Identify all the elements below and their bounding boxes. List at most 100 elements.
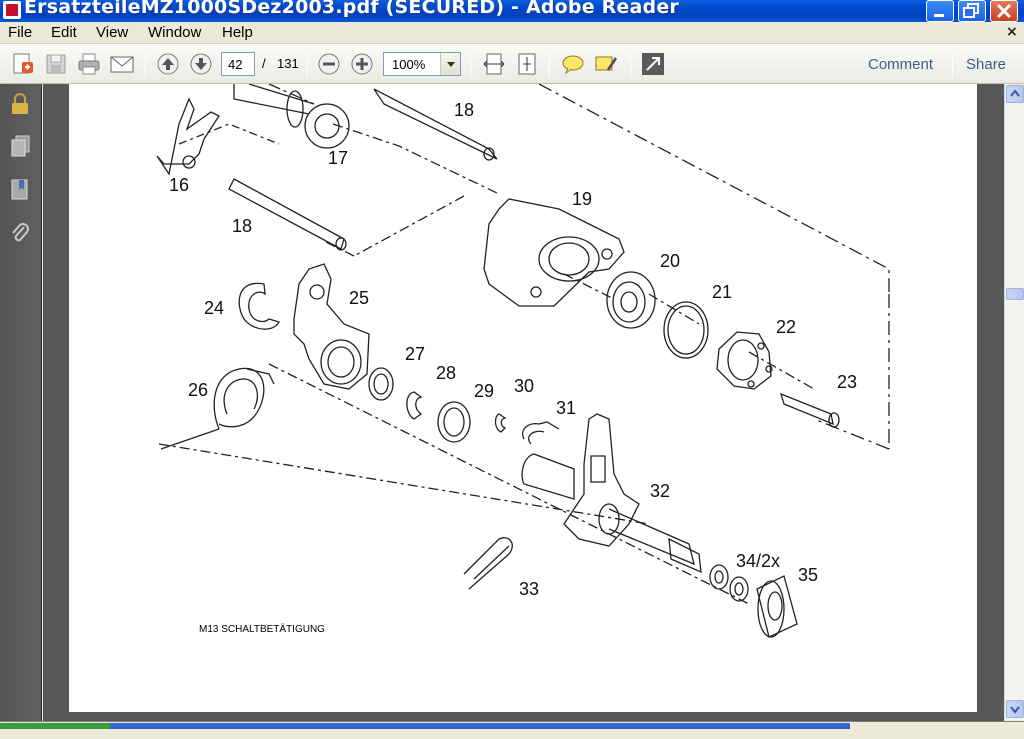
part-label-29: 29 — [474, 381, 494, 401]
status-strip — [0, 721, 1024, 739]
vertical-scrollbar[interactable] — [1004, 84, 1024, 721]
chevron-up-icon — [1010, 89, 1020, 97]
minimize-icon — [934, 14, 944, 17]
email-icon — [110, 56, 134, 73]
page-number-input[interactable]: 42 — [221, 52, 255, 76]
window-title: ErsatzteileMZ1000SDez2003.pdf (SECURED) … — [24, 0, 679, 18]
part-label-31: 31 — [556, 398, 576, 418]
create-pdf-icon — [13, 53, 33, 74]
bookmarks-icon — [11, 179, 28, 200]
close-icon — [996, 3, 1012, 19]
menu-view[interactable]: View — [96, 24, 129, 41]
fit-width-icon — [483, 53, 505, 75]
scrollbar-thumb[interactable] — [1006, 288, 1024, 300]
zoom-in-icon — [351, 53, 373, 75]
paperclip-icon — [12, 223, 29, 242]
part-labels: 18 17 16 18 19 20 21 22 23 24 25 26 27 2… — [169, 100, 857, 599]
document-viewport[interactable]: 18 17 16 18 19 20 21 22 23 24 25 26 27 2… — [43, 84, 1004, 721]
chevron-down-icon — [1010, 706, 1020, 714]
scroll-up-button[interactable] — [1006, 85, 1024, 103]
email-button[interactable] — [109, 51, 135, 77]
comment-note-button[interactable] — [560, 51, 586, 77]
fit-width-button[interactable] — [481, 51, 507, 77]
zoom-out-button[interactable] — [316, 51, 342, 77]
exploded-parts-diagram: 18 17 16 18 19 20 21 22 23 24 25 26 27 2… — [156, 84, 890, 638]
close-button[interactable] — [990, 0, 1018, 22]
zoom-dropdown-button[interactable] — [440, 53, 460, 75]
save-button[interactable] — [43, 51, 69, 77]
create-pdf-button[interactable] — [10, 51, 36, 77]
menu-help[interactable]: Help — [222, 24, 253, 41]
lock-icon — [12, 93, 28, 114]
part-label-24: 24 — [204, 298, 224, 318]
part-label-23: 23 — [837, 372, 857, 392]
menu-window[interactable]: Window — [148, 24, 202, 41]
part-label-34: 34/2x — [736, 551, 780, 571]
print-button[interactable] — [76, 51, 102, 77]
part-label-30: 30 — [514, 376, 534, 396]
toolbar-separator — [630, 52, 631, 78]
page-separator: / — [262, 56, 266, 71]
zoom-select[interactable]: 100% — [383, 52, 461, 76]
pdf-page: 18 17 16 18 19 20 21 22 23 24 25 26 27 2… — [69, 84, 977, 712]
toolbar: 42 / 131 100% — [0, 44, 1024, 84]
toolbar-separator — [470, 52, 471, 78]
fit-page-icon — [518, 53, 536, 75]
chevron-down-icon — [447, 62, 455, 67]
share-button[interactable]: Share — [966, 56, 1007, 73]
restore-icon — [963, 3, 979, 18]
toolbar-separator — [145, 52, 146, 78]
minimize-button[interactable] — [926, 0, 954, 22]
part-label-17: 17 — [328, 148, 348, 168]
navigation-panel — [0, 84, 42, 721]
part-label-25: 25 — [349, 288, 369, 308]
part-label-35: 35 — [798, 565, 818, 585]
security-lock-button[interactable] — [9, 92, 31, 116]
maximize-button[interactable] — [958, 0, 986, 22]
toolbar-separator — [952, 52, 953, 78]
bookmarks-button[interactable] — [9, 177, 31, 201]
part-label-26: 26 — [188, 380, 208, 400]
highlighter-icon — [595, 56, 617, 71]
speech-bubble-icon — [562, 55, 584, 75]
part-label-19: 19 — [572, 189, 592, 209]
print-icon — [78, 53, 100, 75]
menu-edit[interactable]: Edit — [51, 24, 77, 41]
title-bar: ErsatzteileMZ1000SDez2003.pdf (SECURED) … — [0, 0, 1024, 22]
part-label-16: 16 — [169, 175, 189, 195]
part-label-28: 28 — [436, 363, 456, 383]
save-icon — [46, 54, 66, 74]
document-close-button[interactable]: × — [1006, 24, 1018, 40]
part-label-18-top: 18 — [454, 100, 474, 120]
part-label-21: 21 — [712, 282, 732, 302]
full-screen-button[interactable] — [640, 51, 666, 77]
menu-file[interactable]: File — [8, 24, 33, 41]
zoom-out-icon — [318, 53, 340, 75]
part-label-32: 32 — [650, 481, 670, 501]
pages-button[interactable] — [9, 134, 31, 158]
scroll-down-button[interactable] — [1006, 700, 1024, 718]
highlight-text-button[interactable] — [593, 51, 619, 77]
attachments-button[interactable] — [9, 221, 31, 245]
adobe-reader-icon[interactable] — [3, 1, 21, 19]
arrow-down-icon — [190, 53, 212, 75]
expand-icon — [642, 53, 664, 75]
fit-page-button[interactable] — [514, 51, 540, 77]
previous-page-button[interactable] — [155, 51, 181, 77]
taskbar-start-strip — [0, 723, 110, 729]
figure-caption: M13 SCHALTBETÄTIGUNG — [199, 624, 325, 635]
zoom-in-button[interactable] — [349, 51, 375, 77]
toolbar-separator — [307, 52, 308, 78]
part-label-27: 27 — [405, 344, 425, 364]
next-page-button[interactable] — [188, 51, 214, 77]
part-label-22: 22 — [776, 317, 796, 337]
part-label-18-bottom: 18 — [232, 216, 252, 236]
taskbar-strip — [110, 723, 850, 729]
arrow-up-icon — [157, 53, 179, 75]
pages-icon — [11, 135, 30, 157]
page-total: 131 — [277, 56, 299, 71]
toolbar-separator — [549, 52, 550, 78]
comment-button[interactable]: Comment — [868, 56, 934, 73]
menu-bar: File Edit View Window Help × — [0, 22, 1024, 44]
